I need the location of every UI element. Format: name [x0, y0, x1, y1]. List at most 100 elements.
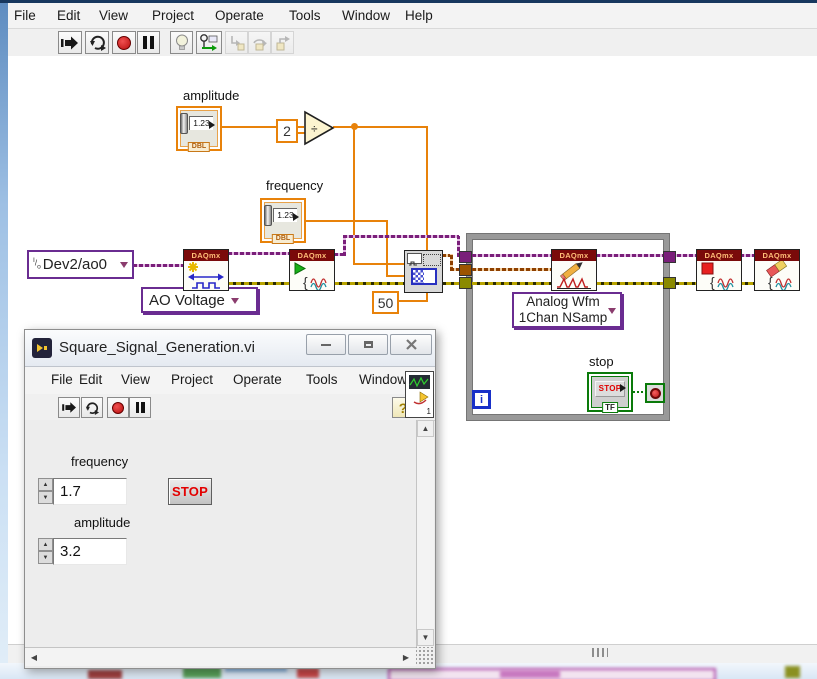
step-over-icon	[252, 35, 268, 51]
vi-icon-thumbnail[interactable]: 1	[405, 371, 434, 418]
amplitude-spinner[interactable]: ▲ ▼	[38, 538, 53, 565]
retain-wire-values-button[interactable]	[196, 31, 222, 54]
loop-condition-terminal[interactable]	[645, 383, 665, 403]
decrement-arrow-icon[interactable]: ▼	[38, 551, 53, 564]
stop-boolean-terminal[interactable]: STOP TF	[587, 372, 633, 412]
abort-icon	[112, 402, 124, 414]
maximize-button[interactable]	[348, 334, 388, 355]
abort-button[interactable]	[112, 31, 136, 54]
front-panel-window[interactable]: Square_Signal_Generation.vi File Edit Vi…	[24, 329, 436, 669]
fp-menu-project[interactable]: Project	[171, 372, 213, 387]
fp-menu-edit[interactable]: Edit	[79, 372, 102, 387]
pause-button[interactable]	[137, 31, 160, 54]
fp-menu-operate[interactable]: Operate	[233, 372, 282, 387]
daqmx-start-task-node[interactable]: DAQmx {	[289, 249, 335, 291]
scroll-right-icon[interactable]: ▶	[398, 650, 414, 665]
fp-horizontal-scrollbar[interactable]: ◀ ▶	[25, 647, 416, 666]
amplitude-terminal[interactable]: 1.23 DBL	[176, 106, 222, 151]
minimize-button[interactable]	[306, 334, 346, 355]
scrollbar-splitter-grip[interactable]	[592, 648, 608, 657]
daqmx-write-node[interactable]: DAQmx	[551, 249, 597, 291]
menu-help[interactable]: Help	[403, 7, 435, 25]
close-button[interactable]	[390, 334, 432, 355]
dotted-box-icon	[423, 254, 441, 266]
write-mode-selector[interactable]: Analog Wfm 1Chan NSamp	[512, 292, 622, 328]
highlight-execution-button[interactable]	[170, 31, 193, 54]
wire-junction-dot	[351, 123, 358, 130]
run-continuous-button[interactable]	[85, 31, 109, 54]
window-title: Square_Signal_Generation.vi	[59, 339, 255, 356]
stop-task-icon: {	[697, 261, 741, 290]
wire-error-1	[228, 282, 289, 285]
window-resize-grip[interactable]	[416, 647, 434, 666]
wire-rate-v	[426, 292, 428, 302]
front-panel-canvas[interactable]: frequency ▲ ▼ 1.7 STOP amplitude ▲ ▼ 3.2	[25, 420, 416, 647]
fp-run-button[interactable]	[58, 397, 80, 418]
circular-arrows-icon	[85, 401, 99, 415]
frequency-spinner[interactable]: ▲ ▼	[38, 478, 53, 505]
step-into-button[interactable]	[225, 31, 248, 54]
daqmx-stop-task-node[interactable]: DAQmx {	[696, 249, 742, 291]
constant-2[interactable]: 2	[276, 119, 298, 143]
menu-tools[interactable]: Tools	[287, 7, 323, 25]
output-arrow-icon	[293, 213, 303, 221]
fp-stop-button[interactable]: STOP	[168, 478, 212, 505]
step-out-button[interactable]	[271, 31, 294, 54]
tunnel-task-in	[459, 251, 472, 263]
fp-menu-tools[interactable]: Tools	[306, 372, 338, 387]
increment-arrow-icon[interactable]: ▲	[38, 538, 53, 551]
physical-channel-constant[interactable]: I/o Dev2/ao0	[27, 250, 134, 279]
mini-arrow-icon	[412, 390, 430, 406]
loop-iteration-terminal[interactable]: i	[472, 390, 491, 409]
mini-graph-icon	[409, 375, 430, 389]
svg-text:{: {	[710, 274, 715, 290]
fp-menu-window[interactable]: Window	[359, 372, 407, 387]
write-icon	[552, 261, 596, 290]
fp-menu-view[interactable]: View	[121, 372, 150, 387]
wire-channel-name	[133, 264, 183, 267]
mini-waveform-icon	[407, 253, 422, 264]
front-panel-titlebar[interactable]: Square_Signal_Generation.vi	[25, 330, 435, 367]
menu-view[interactable]: View	[97, 7, 130, 25]
square-waveform-vi-node[interactable]	[404, 250, 443, 293]
chevron-down-icon[interactable]	[120, 262, 128, 272]
increment-arrow-icon[interactable]: ▲	[38, 478, 53, 491]
menu-edit[interactable]: Edit	[55, 7, 82, 25]
chevron-down-icon[interactable]	[231, 298, 239, 308]
clear-task-icon: {	[755, 261, 799, 290]
decrement-arrow-icon[interactable]: ▼	[38, 491, 53, 504]
frequency-input[interactable]: 1.7	[53, 478, 127, 505]
labview-app-icon	[32, 338, 52, 358]
fp-menu-file[interactable]: File	[51, 372, 73, 387]
run-arrow-icon	[61, 35, 79, 51]
wire-error-3	[472, 282, 551, 285]
menu-window[interactable]: Window	[340, 7, 392, 25]
fp-frequency-label: frequency	[71, 454, 128, 469]
menu-operate[interactable]: Operate	[213, 7, 266, 25]
menu-file[interactable]: File	[12, 7, 38, 25]
svg-text:{: {	[303, 274, 308, 290]
scroll-down-icon[interactable]: ▼	[417, 629, 434, 646]
svg-text:{: {	[768, 274, 773, 290]
scroll-up-icon[interactable]: ▲	[417, 420, 434, 437]
divide-node[interactable]: ÷	[303, 110, 336, 147]
wire-error-6	[740, 282, 754, 285]
divide-symbol: ÷	[311, 122, 318, 136]
fp-run-continuous-button[interactable]	[81, 397, 103, 418]
frequency-terminal[interactable]: 1.23 DBL	[260, 198, 306, 243]
chevron-down-icon[interactable]	[608, 308, 616, 318]
fp-pause-button[interactable]	[129, 397, 151, 418]
wire-task-6	[740, 254, 754, 257]
vi-icon-number: 1	[427, 407, 431, 416]
window-left-border	[0, 3, 8, 679]
step-over-button[interactable]	[248, 31, 271, 54]
daqmx-clear-task-node[interactable]: DAQmx {	[754, 249, 800, 291]
daqmx-create-channel-node[interactable]: DAQmx	[183, 249, 229, 291]
amplitude-input[interactable]: 3.2	[53, 538, 127, 565]
fp-vertical-scrollbar[interactable]: ▲ ▼	[416, 420, 434, 647]
run-button[interactable]	[58, 31, 82, 54]
menu-project[interactable]: Project	[150, 7, 196, 25]
scroll-left-icon[interactable]: ◀	[26, 650, 42, 665]
constant-50[interactable]: 50	[372, 291, 399, 314]
fp-abort-button[interactable]	[107, 397, 129, 418]
